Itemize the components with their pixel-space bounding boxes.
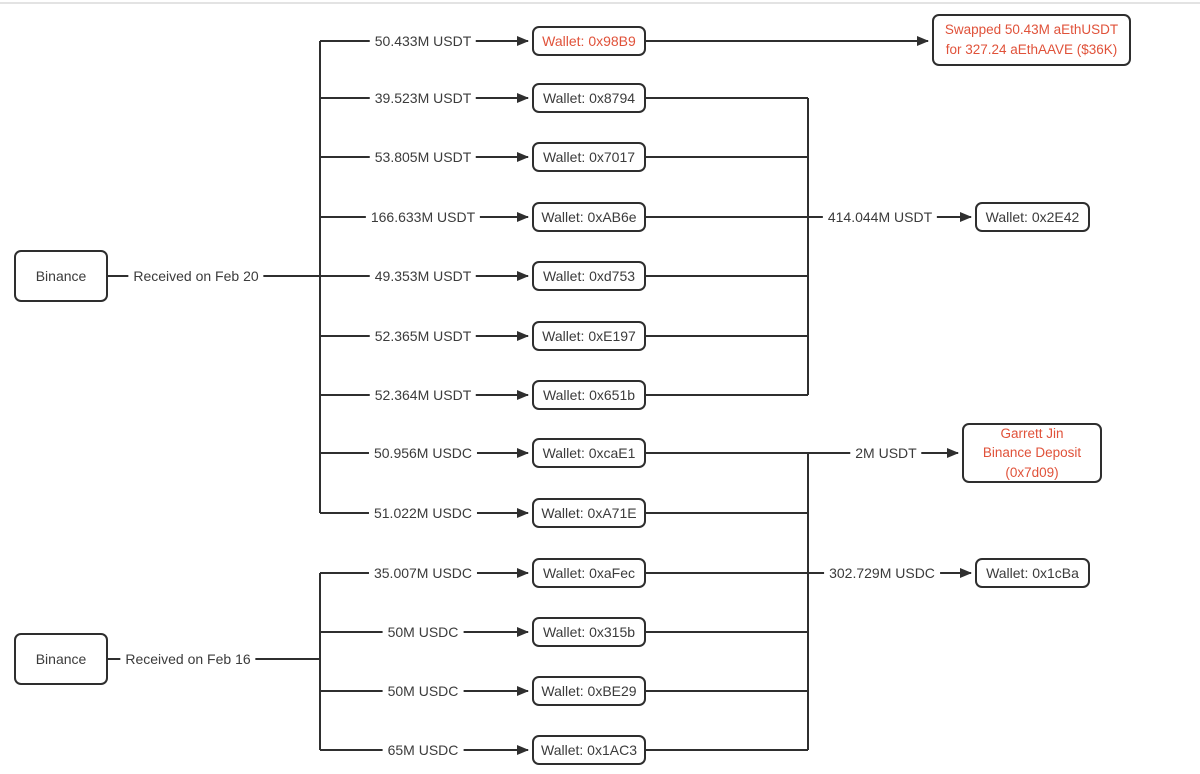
- wallet-box-0xA71E: Wallet: 0xA71E: [532, 498, 646, 528]
- wallet-box-0x8794: Wallet: 0x8794: [532, 83, 646, 113]
- wallet-box-0xAB6e: Wallet: 0xAB6e: [532, 202, 646, 232]
- flow-amount-label: 166.633M USDT: [365, 209, 481, 225]
- wallet-box-0xE197: Wallet: 0xE197: [532, 321, 646, 351]
- source-box-binance-feb20: Binance: [14, 250, 108, 302]
- aggregate-amount-label-usdt: 414.044M USDT: [822, 209, 938, 225]
- aggregate-amount-label-2m: 2M USDT: [850, 445, 922, 461]
- wallet-box-0x2E42: Wallet: 0x2E42: [975, 202, 1090, 232]
- wallet-box-0x7017: Wallet: 0x7017: [532, 142, 646, 172]
- wallet-box-0x315b: Wallet: 0x315b: [532, 617, 646, 647]
- flow-amount-label: 51.022M USDC: [368, 505, 478, 521]
- flow-amount-label: 53.805M USDT: [369, 149, 477, 165]
- garrett-jin-deposit-box: Garrett Jin Binance Deposit (0x7d09): [962, 423, 1102, 483]
- wallet-box-0xcaE1: Wallet: 0xcaE1: [532, 438, 646, 468]
- wallet-box-0x651b: Wallet: 0x651b: [532, 380, 646, 410]
- flow-amount-label: 52.364M USDT: [369, 387, 477, 403]
- swap-note-line2: for 327.24 aEthAAVE ($36K): [945, 42, 1118, 57]
- top-divider: [0, 2, 1200, 4]
- source-box-binance-feb16: Binance: [14, 633, 108, 685]
- flow-amount-label: 65M USDC: [382, 742, 464, 758]
- aggregate-amount-label-usdc: 302.729M USDC: [824, 565, 940, 581]
- garrett-line2: Binance Deposit: [982, 445, 1082, 461]
- swap-note-line1: Swapped 50.43M aEthUSDT: [944, 22, 1119, 38]
- wallet-box-0x1AC3: Wallet: 0x1AC3: [532, 735, 646, 765]
- flow-amount-label: 50M USDC: [382, 624, 464, 640]
- swap-note-box: Swapped 50.43M aEthUSDT for 327.24 aEthA…: [932, 14, 1131, 66]
- flow-amount-label: 50.956M USDC: [368, 445, 478, 461]
- flow-amount-label: 39.523M USDT: [369, 90, 477, 106]
- flow-amount-label: 52.365M USDT: [369, 328, 477, 344]
- wallet-box-0x98B9: Wallet: 0x98B9: [532, 26, 646, 56]
- wallet-box-0xd753: Wallet: 0xd753: [532, 261, 646, 291]
- garrett-line1: Garrett Jin: [1000, 425, 1064, 441]
- received-label-feb20: Received on Feb 20: [128, 268, 264, 284]
- flow-amount-label: 35.007M USDC: [368, 565, 478, 581]
- flow-amount-label: 49.353M USDT: [369, 268, 477, 284]
- flow-amount-label: 50.433M USDT: [369, 33, 477, 49]
- wallet-box-0x1cBa: Wallet: 0x1cBa: [975, 558, 1090, 588]
- wallet-box-0xBE29: Wallet: 0xBE29: [532, 676, 646, 706]
- flow-amount-label: 50M USDC: [382, 683, 464, 699]
- garrett-line3: (0x7d09): [1005, 464, 1059, 480]
- received-label-feb16: Received on Feb 16: [120, 651, 256, 667]
- wallet-box-0xaFec: Wallet: 0xaFec: [532, 558, 646, 588]
